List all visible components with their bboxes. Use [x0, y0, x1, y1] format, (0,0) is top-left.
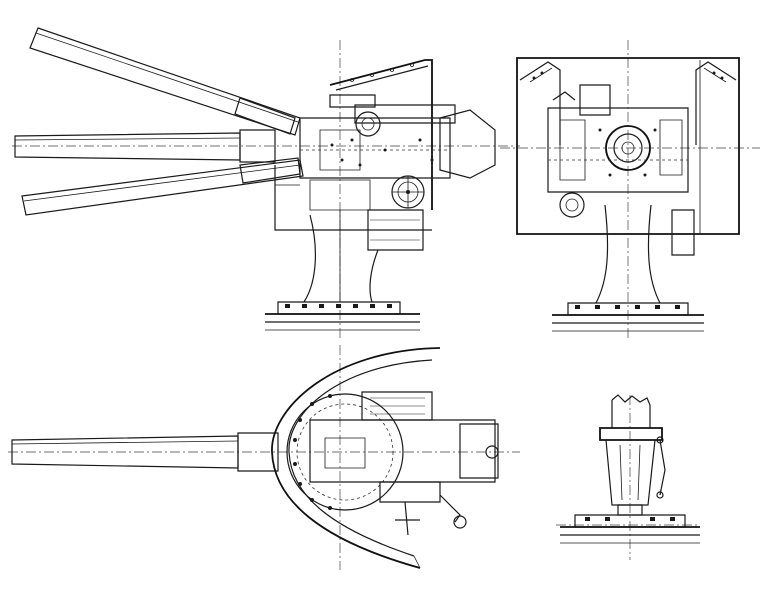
barrel-elevated [30, 28, 300, 135]
barrel-horizontal [15, 130, 275, 162]
pedestal-front [552, 205, 704, 331]
barrel-depressed [22, 158, 303, 215]
breech-mechanism-front [548, 85, 694, 255]
pedestal-detail-view [556, 395, 700, 560]
barrel-plan [12, 433, 278, 471]
side-elevation-view [12, 28, 520, 340]
pedestal-column-detail [560, 395, 700, 543]
carriage-plan [287, 392, 498, 535]
gun-shield-plan [272, 348, 440, 568]
plan-view [8, 345, 520, 570]
front-elevation-view [500, 40, 760, 340]
gun-shield-side [275, 60, 432, 230]
pedestal-side [265, 210, 420, 330]
breech-mechanism-side [300, 95, 495, 250]
